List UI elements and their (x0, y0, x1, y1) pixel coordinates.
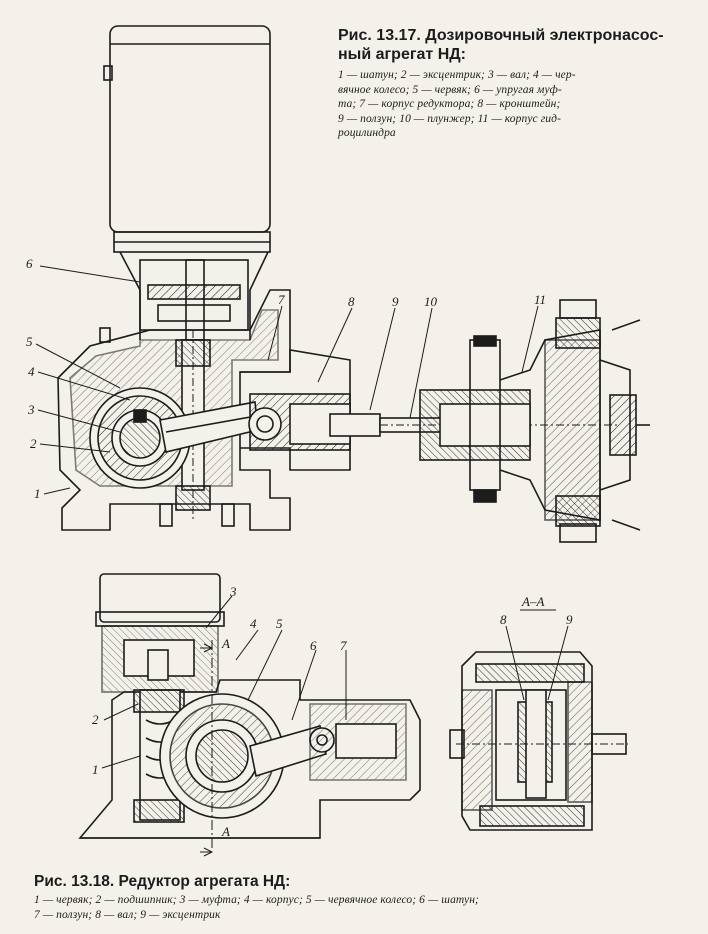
section-mark-top: А (222, 636, 230, 651)
figure-1-drawing (35, 25, 650, 543)
fig1-callout-5: 5 (26, 334, 33, 349)
fig1-callout-11: 11 (534, 292, 547, 307)
fig1-callout-6: 6 (26, 256, 33, 271)
fig1-callout-9: 9 (392, 294, 399, 309)
fig2-callout-6: 6 (310, 638, 317, 653)
figure-2-legend-line-1: 1 — червяк; 2 — подшипник; 3 — муфта; 4 … (34, 894, 479, 906)
section-mark-bottom: А (222, 824, 230, 839)
figure-1-legend-line-1: 1 — шатун; 2 — эксцентрик; 3 — вал; 4 — … (338, 69, 576, 81)
figure-2-title: Рис. 13.18. Редуктор агрегата НД: (34, 873, 291, 890)
fig2-callout-3: 3 (230, 584, 237, 599)
fig1-callout-10: 10 (424, 294, 437, 309)
figure-1-title-line-1: Рис. 13.17. Дозировочный электронасос- (338, 27, 664, 44)
figure-2-caption: Рис. 13.18. Редуктор агрегата НД: 1 — че… (34, 872, 694, 922)
fig2-callout-9: 9 (566, 612, 573, 627)
fig2-callout-2: 2 (92, 712, 99, 727)
figure-1-legend-line-4: 9 — ползун; 10 — плунжер; 11 — корпус ги… (338, 112, 561, 125)
fig1-callout-4: 4 (28, 364, 35, 379)
fig1-callout-1: 1 (34, 486, 41, 501)
fig1-callout-8: 8 (348, 294, 355, 309)
fig2-callout-4: 4 (250, 616, 257, 631)
fig1-callout-3: 3 (28, 402, 35, 417)
figure-2-legend-line-2: 7 — ползун; 8 — вал; 9 — эксцентрик (34, 908, 221, 921)
fig1-callout-2: 2 (30, 436, 37, 451)
figure-1-title-line-2: ный агрегат НД: (338, 46, 466, 63)
fig2-callout-8: 8 (500, 612, 507, 627)
fig2-callout-7: 7 (340, 638, 347, 653)
section-view-title: А–А (522, 594, 545, 609)
fig2-callout-1: 1 (92, 762, 99, 777)
figure-1-legend-line-3: та; 7 — корпус редуктора; 8 — кронштейн; (338, 98, 561, 110)
fig1-callout-7: 7 (278, 292, 285, 307)
figure-1-legend-line-5: роцилиндра (338, 127, 396, 139)
figure-1-caption: Рис. 13.17. Дозировочный электронасос- н… (338, 26, 698, 141)
fig2-callout-5: 5 (276, 616, 283, 631)
figure-1-legend-line-2: вячное колесо; 5 — червяк; 6 — упругая м… (338, 83, 562, 96)
